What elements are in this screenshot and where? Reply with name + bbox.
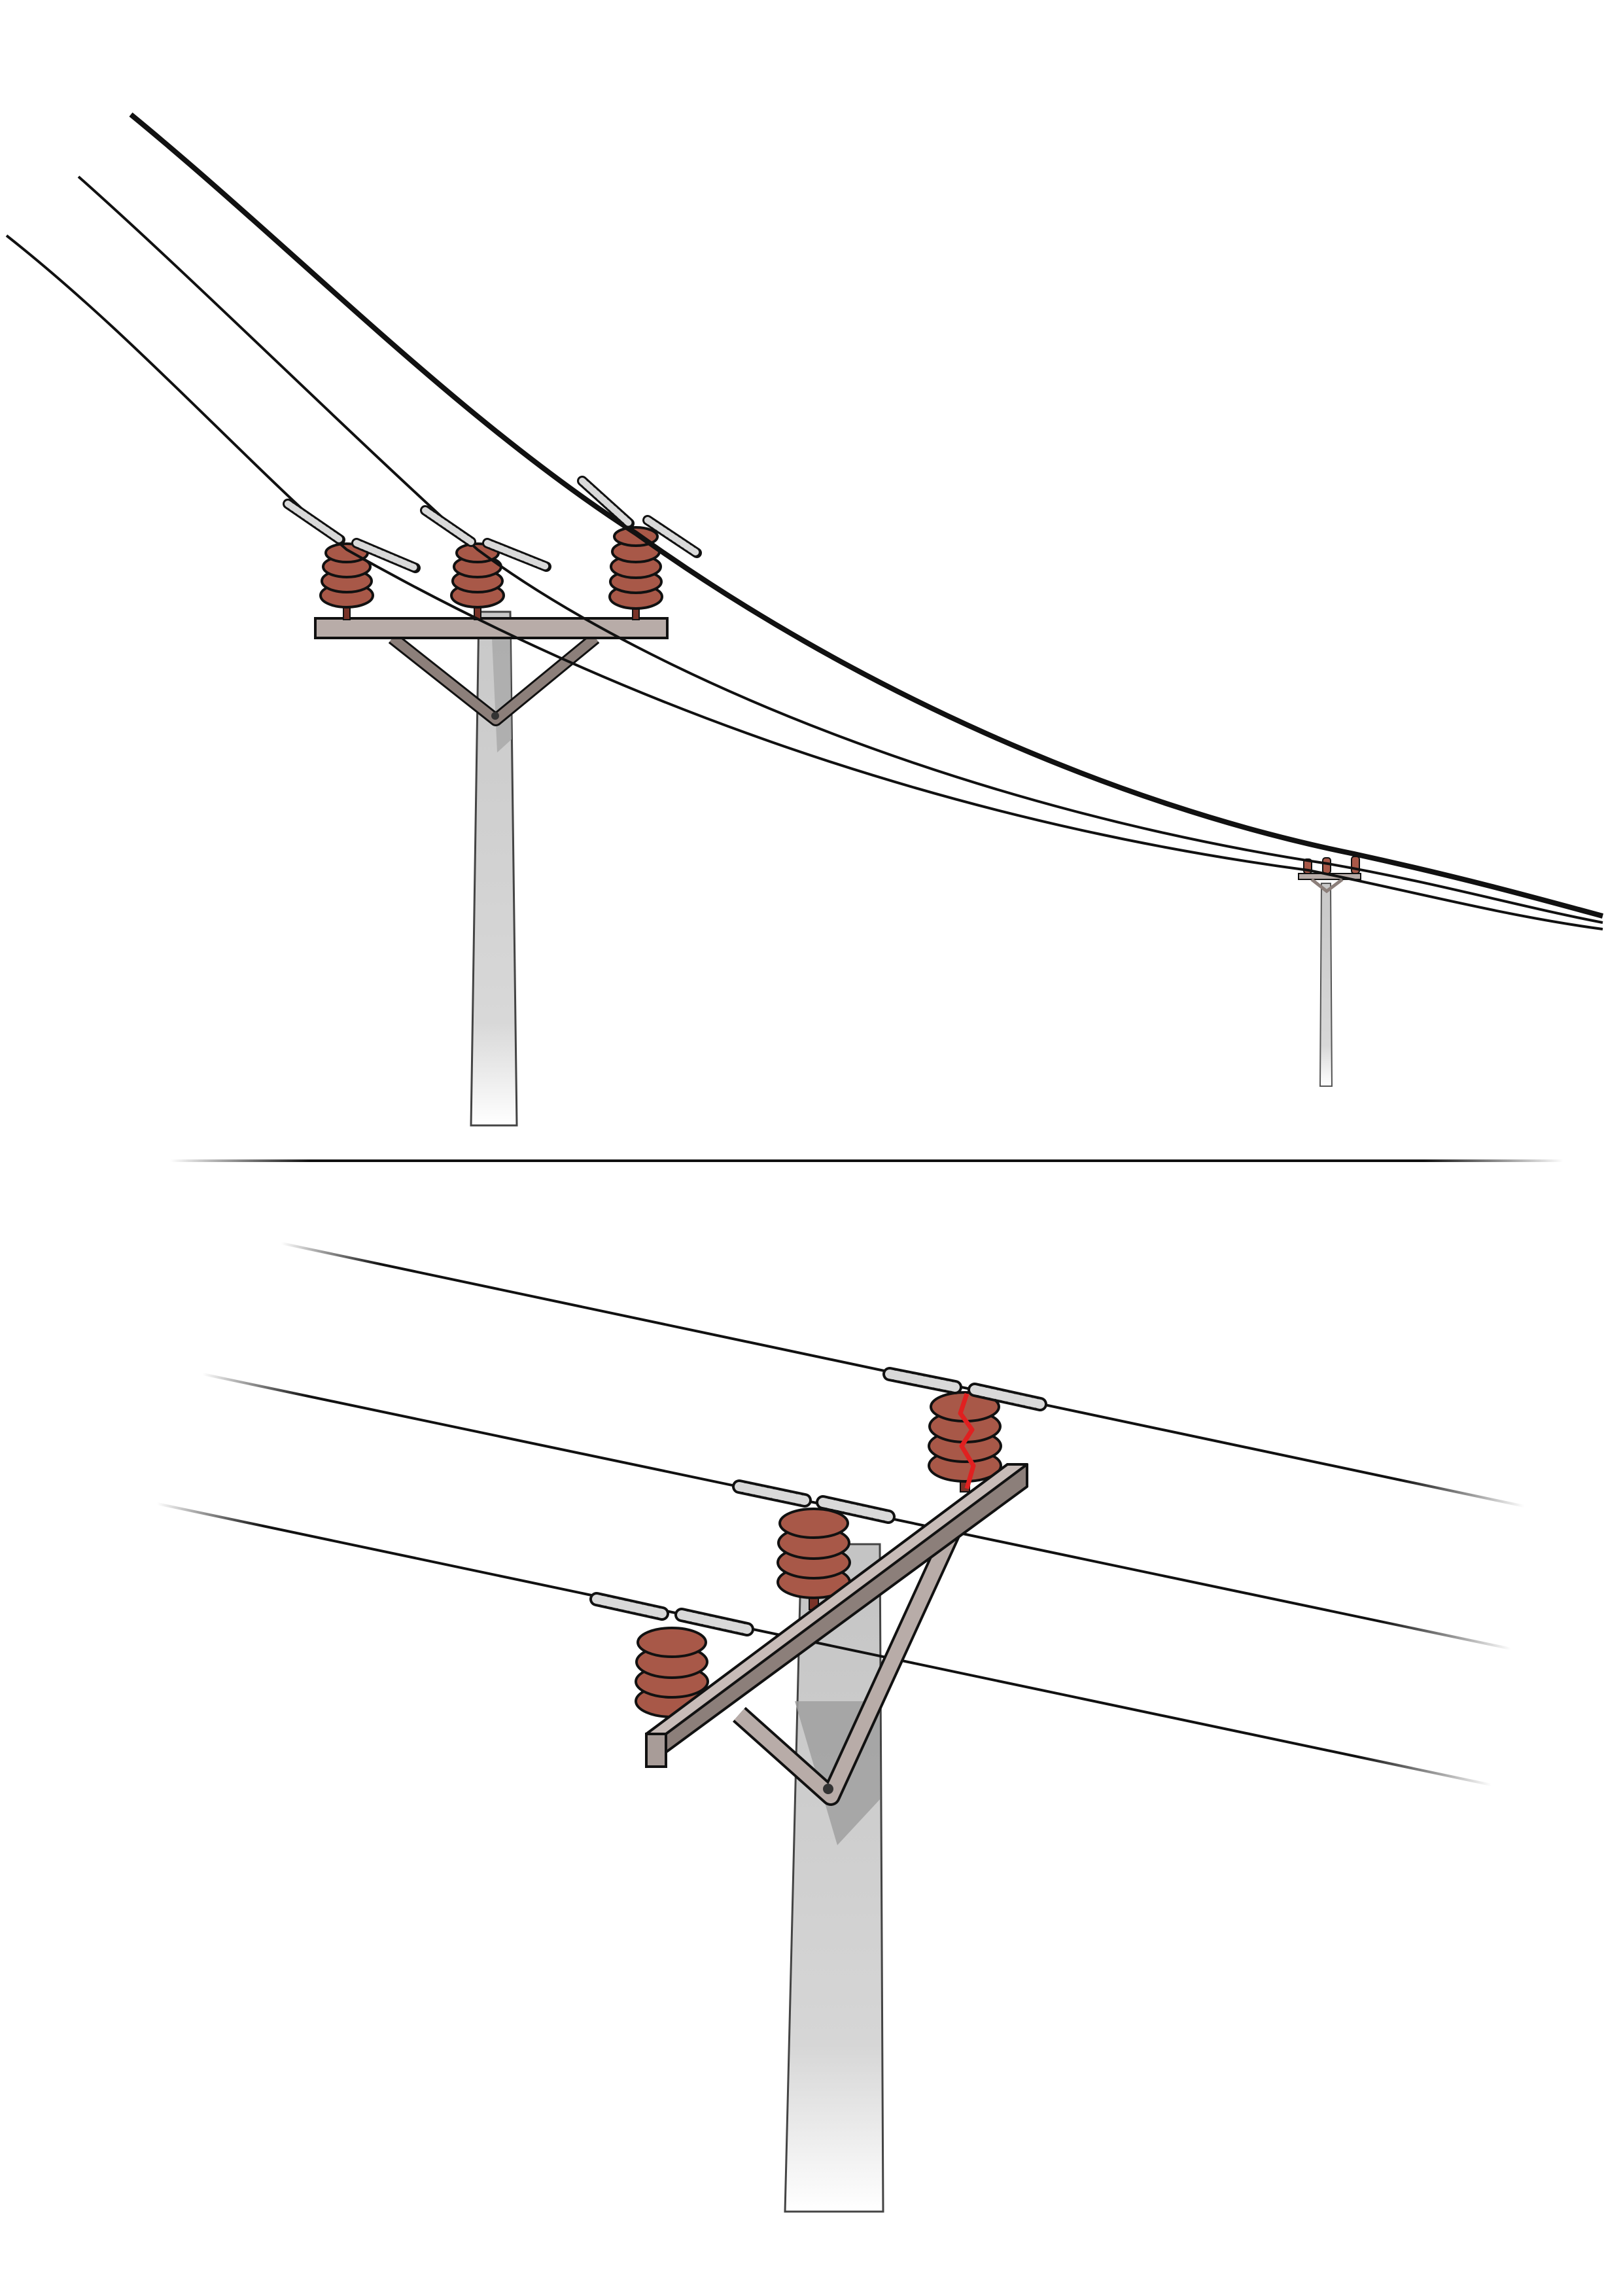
insulator-middle [450, 542, 505, 620]
panel-divider [170, 1159, 1563, 1162]
near-utility-pole [314, 610, 669, 1127]
insulator-left [319, 542, 374, 620]
detail-crossarm [645, 1463, 1028, 1806]
insulator-right [608, 526, 663, 620]
distant-utility-pole [1298, 856, 1361, 1087]
detail-panel [156, 1242, 1525, 2213]
overview-panel [5, 112, 1604, 1127]
detail-insulator-rear [928, 1391, 1002, 1492]
overhead-conductors [5, 112, 1604, 930]
wire-bindings [283, 476, 702, 573]
insulator-crack-icon [958, 1392, 976, 1489]
detail-insulator-middle [777, 1508, 851, 1610]
detail-wire-bindings [589, 1367, 1047, 1636]
